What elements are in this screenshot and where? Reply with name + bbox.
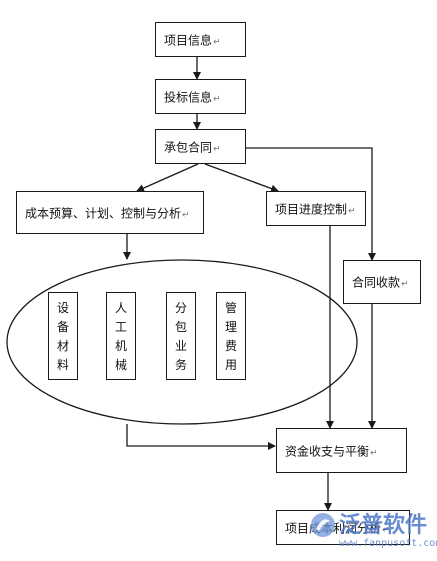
node-label: 承包合同 [164, 140, 213, 154]
node-contract-receipts: 合同收款↵ [343, 260, 421, 304]
node-cost-budget: 成本预算、计划、控制与分析↵ [16, 191, 204, 234]
cost-item-char: 理 [224, 320, 237, 334]
paragraph-mark: ↵ [213, 37, 221, 47]
cost-item-equipment-materials: 设 备 材 料 [48, 292, 78, 380]
cost-item-char: 材 [56, 339, 69, 353]
cost-item-management-fees: 管 理 费 用 [216, 292, 246, 380]
watermark-url: www.fanpusoft.com [339, 538, 437, 549]
node-fund-balance: 资金收支与平衡↵ [276, 428, 407, 473]
node-label: 资金收支与平衡 [285, 444, 370, 458]
cost-item-char: 料 [56, 358, 69, 372]
cost-item-char: 务 [174, 358, 187, 372]
paragraph-mark: ↵ [348, 206, 356, 216]
cost-item-char: 管 [224, 301, 237, 315]
paragraph-mark: ↵ [382, 525, 390, 535]
paragraph-mark: ↵ [213, 144, 221, 154]
arrow-contract-to-receipts [246, 147, 376, 261]
paragraph-mark: ↵ [370, 448, 378, 458]
paragraph-mark: ↵ [401, 279, 409, 290]
paragraph-mark: ↵ [182, 210, 190, 220]
node-profit-analysis: 项目成本利润分析↵ [276, 510, 410, 545]
arrow-contract-to-cost [136, 163, 199, 192]
node-label: 项目进度控制 [275, 202, 348, 216]
node-label: 成本预算、计划、控制与分析 [25, 206, 182, 220]
node-contract: 承包合同↵ [155, 129, 246, 164]
watermark: 泛普软件 www.fanpusoft.com [305, 507, 437, 555]
cost-item-char: 分 [174, 301, 187, 315]
cost-item-char: 械 [114, 358, 127, 372]
cost-item-char: 费 [224, 339, 237, 353]
arrow-ellipse-to-fund [126, 424, 276, 450]
cost-item-char: 工 [114, 320, 127, 334]
cost-item-char: 用 [224, 358, 237, 372]
cost-item-char: 包 [174, 320, 187, 334]
cost-item-subcontract: 分 包 业 务 [166, 292, 196, 380]
cost-item-char: 人 [114, 301, 127, 315]
cost-item-char: 业 [174, 339, 187, 353]
watermark-brand: 泛普软件 [339, 513, 428, 538]
node-progress-control: 项目进度控制↵ [266, 191, 366, 226]
cost-item-char: 备 [56, 320, 69, 334]
node-label: 项目信息 [164, 33, 213, 47]
paragraph-mark: ↵ [213, 94, 221, 104]
node-bid-info: 投标信息↵ [155, 79, 246, 114]
node-project-info: 项目信息↵ [155, 22, 246, 57]
arrow-contract-to-progress [204, 163, 279, 193]
node-label: 投标信息 [164, 90, 213, 104]
brand-logo-icon [311, 513, 335, 537]
cost-item-char: 机 [114, 339, 127, 353]
cost-item-char: 设 [56, 301, 69, 315]
cost-item-labor-machinery: 人 工 机 械 [106, 292, 136, 380]
node-label: 合同收款 [352, 275, 401, 290]
cost-items-ellipse [6, 259, 358, 425]
